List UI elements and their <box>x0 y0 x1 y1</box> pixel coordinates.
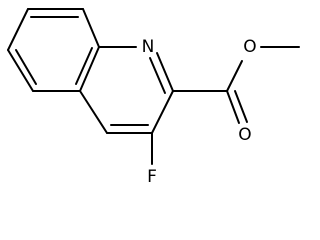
double-bond-inner <box>15 49 37 85</box>
double-bond-inner <box>75 47 93 85</box>
benzene-ring <box>7 8 100 92</box>
bond <box>226 60 243 92</box>
double-bond-inner <box>234 90 248 123</box>
carbonyl-oxygen-label: O <box>238 125 251 145</box>
double-bond-inner <box>149 57 166 94</box>
bond <box>82 8 100 48</box>
bond <box>79 46 100 92</box>
ester-oxygen-label: O <box>243 37 256 57</box>
bond <box>7 49 34 92</box>
quinoline-ester-structure: N O O F <box>7 8 300 187</box>
fluorine-label: F <box>147 167 157 187</box>
bond <box>151 90 174 134</box>
methyl-ester-group <box>172 46 300 124</box>
bond <box>156 52 174 92</box>
bond <box>79 90 108 134</box>
pyridine-ring <box>79 46 174 134</box>
nitrogen-label: N <box>142 37 155 57</box>
bond <box>7 8 29 51</box>
bond <box>226 90 240 124</box>
